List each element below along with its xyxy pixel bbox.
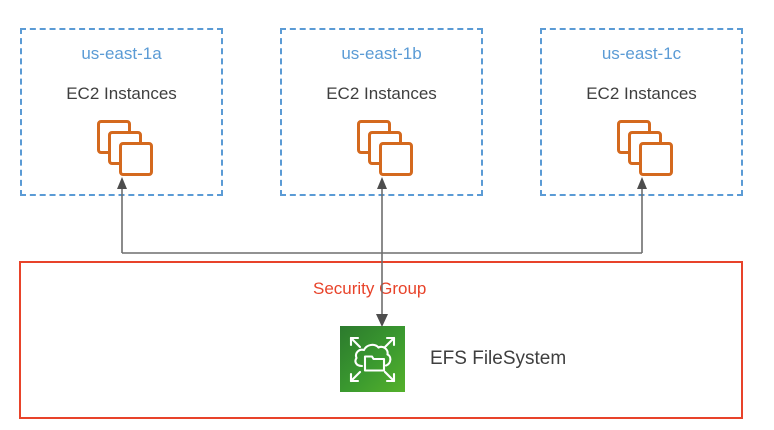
ec2-square-front	[638, 142, 673, 176]
security-group-box[interactable]	[19, 261, 743, 419]
ec2-square-front	[378, 142, 413, 176]
efs-filesystem-label: EFS FileSystem	[430, 348, 567, 369]
az-label-us-east-1b: us-east-1b	[341, 44, 422, 63]
ec2-instances-icon	[616, 120, 679, 176]
ec2-instances-label-us-east-1b: EC2 Instances	[326, 84, 437, 103]
ec2-instances-label-us-east-1c: EC2 Instances	[586, 84, 697, 103]
ec2-instances-icon	[96, 120, 159, 176]
security-group-label: Security Group	[313, 279, 427, 298]
ec2-square-front	[118, 142, 153, 176]
availability-zone-box-us-east-1b[interactable]: us-east-1b EC2 Instances	[280, 28, 483, 196]
availability-zone-box-us-east-1c[interactable]: us-east-1c EC2 Instances	[540, 28, 743, 196]
availability-zone-box-us-east-1a[interactable]: us-east-1a EC2 Instances	[20, 28, 223, 196]
ec2-instances-label-us-east-1a: EC2 Instances	[66, 84, 177, 103]
az-label-us-east-1c: us-east-1c	[601, 44, 682, 63]
az-label-us-east-1a: us-east-1a	[81, 44, 162, 63]
ec2-instances-icon	[356, 120, 419, 176]
efs-filesystem-icon[interactable]	[340, 326, 405, 392]
